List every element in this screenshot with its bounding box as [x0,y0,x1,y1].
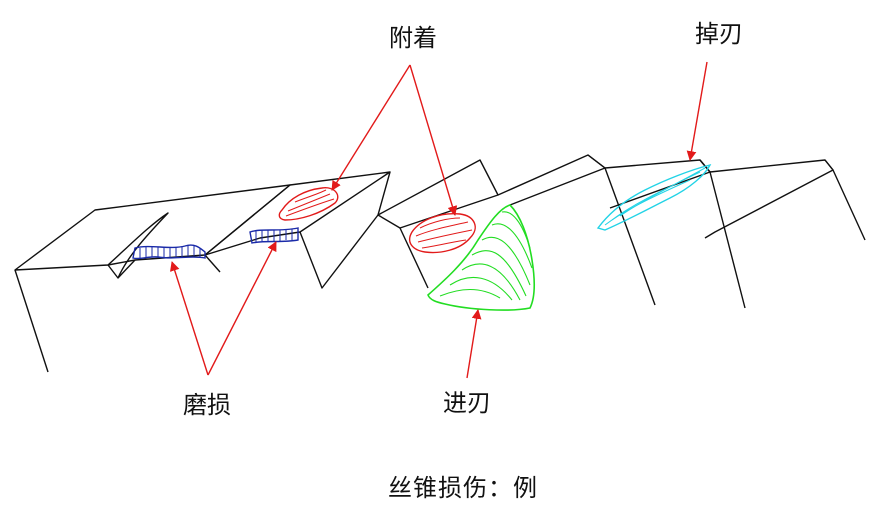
wear-hatch-2 [255,229,293,242]
arrow-adhesion-2 [409,64,458,216]
pointer-arrows [170,61,708,379]
thread-tooth-4 [587,154,656,306]
wear-patch-1 [132,244,206,260]
arrow-adhesion-1 [331,64,411,191]
wear-patches [132,227,299,260]
thread-crack [107,212,169,279]
arrow-feed-edge [466,309,482,379]
arrow-chipping [686,61,708,161]
adhesion-patch-1 [278,187,339,221]
arrow-wear-2 [207,241,277,376]
arrow-wear-1 [170,261,209,376]
label-feed-edge: 进刃 [443,389,491,417]
wear-patch-2 [249,227,299,244]
diagram-caption: 丝锥损伤：例 [388,474,538,502]
label-adhesion: 附着 [389,24,437,52]
wear-hatch-1 [139,245,201,258]
label-wear: 磨损 [183,391,231,419]
feed-edge-patch [427,204,535,311]
thread-tooth-3 [377,159,499,229]
thread-tooth-2 [204,171,391,256]
adhesion-patches [278,187,476,254]
thread-tooth-5 [699,159,746,309]
tap-thread-outline [14,154,866,373]
chipping-patch [596,163,712,231]
adhesion-patch-2 [408,213,476,254]
label-chipping: 掉刃 [695,20,743,48]
